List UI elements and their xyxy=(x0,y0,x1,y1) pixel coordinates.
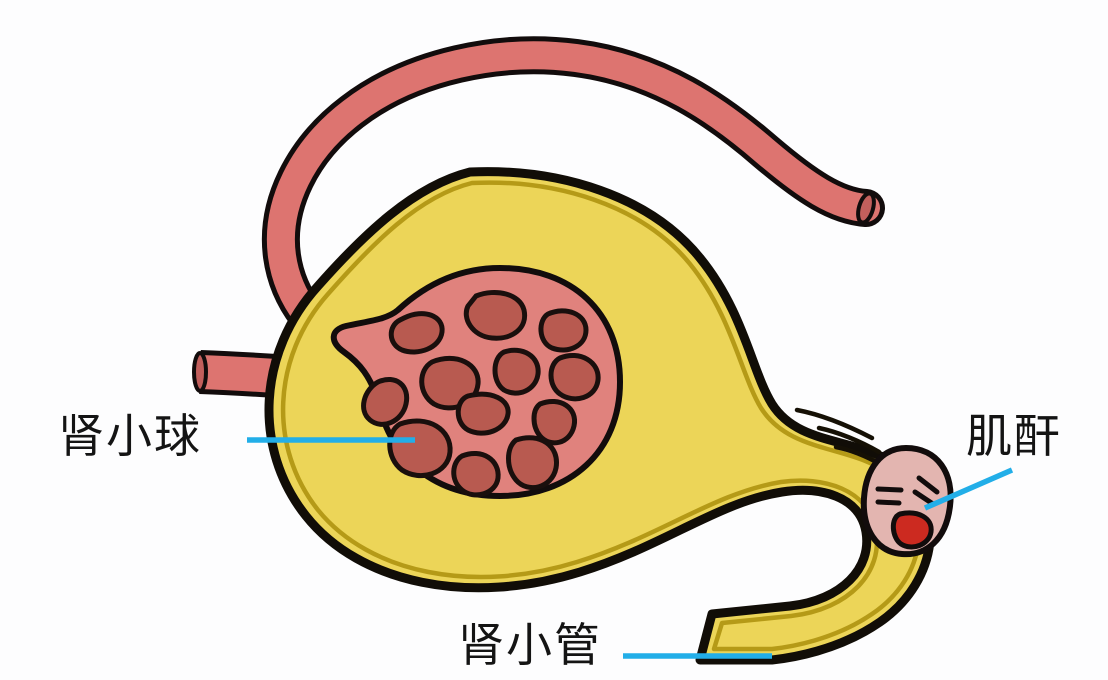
capillary-loop xyxy=(455,391,511,436)
arteriole-cut-end xyxy=(856,191,876,225)
label-creatinine: 肌酐 xyxy=(966,410,1062,462)
label-tubule: 肾小管 xyxy=(458,619,602,671)
capillary-loop xyxy=(387,418,453,479)
eye-dash xyxy=(875,499,902,506)
leader-lines xyxy=(247,437,1014,659)
eye-dash xyxy=(875,486,904,493)
capsule-inner-stroke xyxy=(280,180,922,652)
motion-line-2 xyxy=(816,425,882,455)
capillary-loop xyxy=(506,435,559,491)
arteriole-stub-cut-end xyxy=(192,351,208,393)
leader-line-creatinine xyxy=(923,467,1014,511)
capillary-loop xyxy=(492,347,541,396)
label-glomerulus: 肾小球 xyxy=(58,410,202,462)
capillary-loop xyxy=(388,311,445,355)
eye-dash xyxy=(916,475,940,495)
creatinine-mouth xyxy=(890,510,934,550)
capillary-loop xyxy=(538,308,589,353)
capillary-loop xyxy=(463,290,528,341)
motion-line-1 xyxy=(794,407,875,441)
capillary-loop xyxy=(361,377,410,427)
glomerulus-group xyxy=(330,265,623,499)
creatinine-particle-group xyxy=(860,445,954,558)
capillary-loops xyxy=(361,290,601,498)
capillary-loop xyxy=(451,451,501,498)
eye-dash xyxy=(912,489,936,507)
creatinine-left-eye xyxy=(875,486,904,506)
capillary-loop xyxy=(531,399,578,446)
arteriole-vessel-fill xyxy=(267,41,880,366)
creatinine-right-eye xyxy=(912,475,940,507)
capillary-loop xyxy=(548,353,601,402)
